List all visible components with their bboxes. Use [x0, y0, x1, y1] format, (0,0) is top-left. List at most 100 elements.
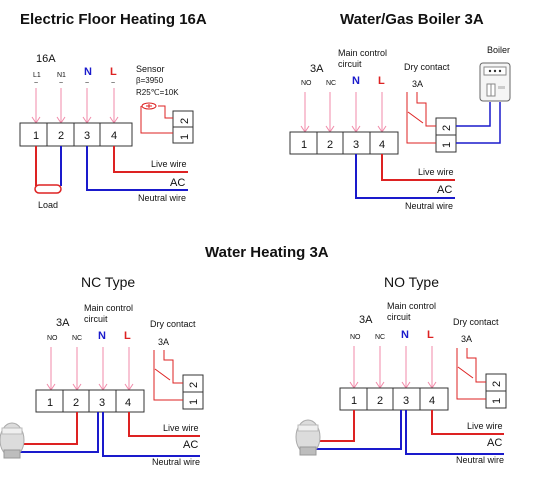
main-control-circuit-label: circuit: [387, 312, 411, 322]
terminal-label: 3: [99, 397, 105, 409]
no-input-label: L: [427, 329, 434, 341]
floor-input-label: N1: [57, 72, 66, 79]
neutral-wire: [86, 146, 188, 191]
dry-contact-wires: [153, 350, 183, 401]
actuator-icon: [295, 419, 321, 456]
boiler-input-wires: [300, 92, 387, 133]
terminal-label: 2: [327, 139, 333, 151]
title-floor-heating: Electric Floor Heating 16A: [20, 11, 207, 28]
sensor-terminal-label: 1: [179, 134, 191, 140]
ac-symbol: ~: [59, 80, 63, 87]
no-input-label: N: [401, 329, 409, 341]
neutral-wire: [405, 410, 504, 455]
no-input-wires: [349, 346, 437, 389]
live-wire-label: Live wire: [163, 423, 199, 433]
terminal-label: 2: [377, 395, 383, 407]
boiler-rating: 3A: [310, 63, 324, 75]
no-input-label: NO: [350, 334, 361, 341]
dry-contact-rating: 3A: [158, 337, 169, 347]
dry-contact-terminal: 1: [491, 398, 503, 404]
main-control-label: Main control: [338, 48, 387, 58]
neutral-wire: [355, 154, 455, 199]
dry-contact-terminal: 2: [441, 125, 453, 131]
title-boiler: Water/Gas Boiler 3A: [340, 11, 484, 28]
dry-contact-terminal: 2: [491, 381, 503, 387]
main-control-label: Main control: [387, 301, 436, 311]
load-label: Load: [38, 200, 58, 210]
terminal-label: 1: [351, 395, 357, 407]
no-type-diagram: 3A Main control circuit Dry contact 3A N…: [295, 301, 507, 465]
boiler-input-label: NO: [301, 80, 312, 87]
sensor-terminal-label: 2: [179, 118, 191, 124]
boiler-diagram: 3A Main control circuit Dry contact 3A B…: [289, 45, 511, 211]
boiler-label: Boiler: [487, 45, 510, 55]
ac-symbol: ~: [85, 80, 89, 87]
main-control-circuit-label: circuit: [84, 314, 108, 324]
boiler-connection-wires: [456, 102, 501, 144]
live-wire: [381, 154, 455, 181]
terminal-label: 4: [111, 130, 117, 142]
main-control-circuit-label: circuit: [338, 59, 362, 69]
dry-contact-wires: [456, 348, 486, 400]
terminal-label: 1: [33, 130, 39, 142]
nc-input-label: N: [98, 330, 106, 342]
title-water-heating: Water Heating 3A: [205, 244, 329, 261]
floor-input-wires: [31, 88, 119, 124]
ac-label: AC: [487, 437, 502, 449]
boiler-icon: [479, 62, 511, 102]
terminal-label: 4: [125, 397, 131, 409]
nc-input-wires: [46, 347, 134, 391]
nc-type-diagram: 3A Main control circuit Dry contact 3A N…: [0, 303, 204, 467]
boiler-input-label: N: [352, 75, 360, 87]
nc-input-label: L: [124, 330, 131, 342]
terminal-label: 4: [379, 139, 385, 151]
no-rating: 3A: [359, 314, 373, 326]
terminal-label: 2: [73, 397, 79, 409]
dry-contact-terminal: 1: [188, 399, 200, 405]
terminal-label: 4: [429, 395, 435, 407]
floor-heating-diagram: 16A L1 N1 N L ~ ~ ~ ~ 1 2 3 4 Load Live …: [19, 53, 194, 210]
main-control-label: Main control: [84, 303, 133, 313]
floor-terminal-block: [19, 122, 133, 147]
live-wire: [431, 410, 504, 435]
actuator-neutral-wire: [316, 410, 402, 450]
dry-contact-wires: [406, 92, 436, 144]
live-wire-label: Live wire: [151, 159, 187, 169]
floor-input-label: L: [110, 66, 117, 78]
ac-label: AC: [170, 177, 185, 189]
floor-rating: 16A: [36, 53, 56, 65]
nc-input-label: NO: [47, 335, 58, 342]
live-wire: [128, 412, 200, 437]
live-wire-label: Live wire: [418, 167, 454, 177]
actuator-neutral-wire: [20, 412, 99, 453]
dry-contact-terminal: 1: [441, 142, 453, 148]
ac-label: AC: [183, 439, 198, 451]
neutral-wire-label: Neutral wire: [138, 193, 186, 203]
dry-contact-rating: 3A: [412, 79, 423, 89]
nc-input-label: NC: [72, 335, 82, 342]
ac-label: AC: [437, 184, 452, 196]
dry-contact-rating: 3A: [461, 334, 472, 344]
no-input-label: NC: [375, 334, 385, 341]
sensor-r25: R25℃=10K: [136, 88, 179, 97]
nc-rating: 3A: [56, 317, 70, 329]
sensor-beta: β=3950: [136, 76, 164, 85]
floor-input-label: L1: [33, 72, 41, 79]
terminal-label: 1: [47, 397, 53, 409]
terminal-label: 3: [84, 130, 90, 142]
floor-input-label: N: [84, 66, 92, 78]
title-nc-type: NC Type: [81, 274, 135, 290]
live-wire: [113, 146, 188, 173]
dry-contact-terminal: 2: [188, 382, 200, 388]
actuator-live-wire: [20, 412, 78, 445]
terminal-label: 3: [403, 395, 409, 407]
boiler-input-label: NC: [326, 80, 336, 87]
neutral-wire-label: Neutral wire: [405, 201, 453, 211]
terminal-label: 3: [353, 139, 359, 151]
dry-contact-label: Dry contact: [404, 62, 450, 72]
terminal-label: 2: [58, 130, 64, 142]
neutral-wire: [102, 412, 200, 457]
thermistor-icon: [140, 102, 173, 134]
